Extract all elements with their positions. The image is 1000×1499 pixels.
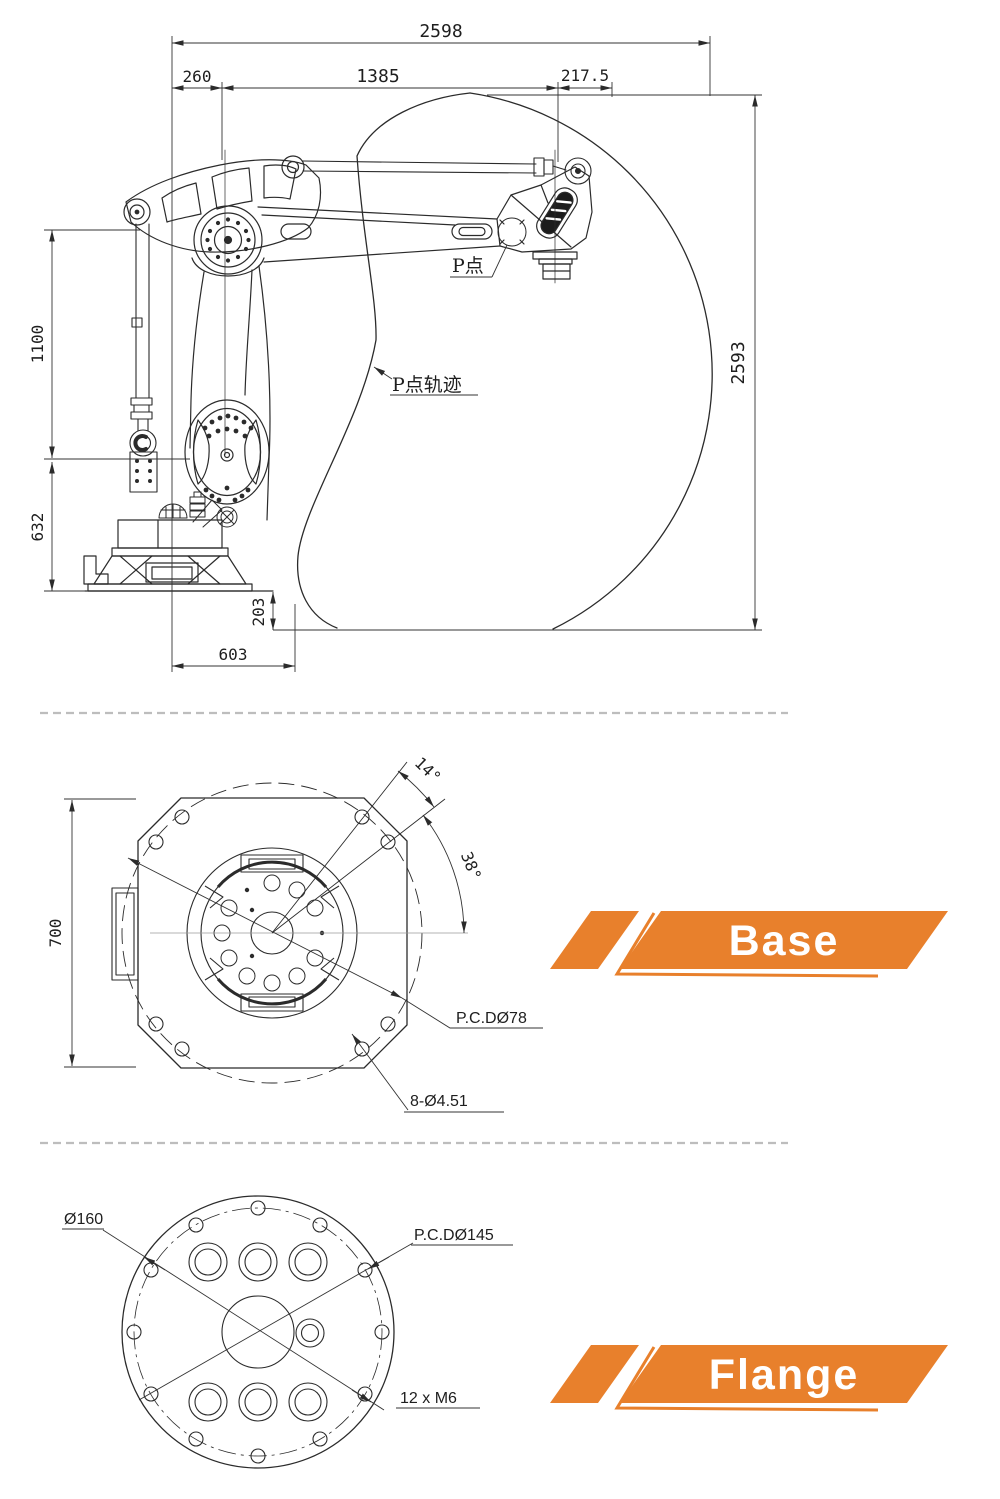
base-banner-bar	[620, 911, 948, 969]
base-view-dimensions	[64, 770, 543, 1113]
dim-203: 203	[249, 598, 268, 627]
dim-2593: 2593	[728, 341, 749, 384]
base-holes-label: 8-Ø4.51	[410, 1093, 468, 1110]
p-point-label: P点	[452, 255, 484, 277]
wrist-assembly	[496, 149, 593, 284]
dim-1385: 1385	[356, 66, 399, 87]
rocker-plate	[123, 155, 322, 253]
pedestal-base	[83, 519, 274, 592]
dim-angle-38: 38°	[457, 849, 485, 883]
joint-bolt-dots	[205, 217, 251, 263]
forearm	[257, 206, 527, 263]
flange-view-labels: Ø160 P.C.DØ145 12 x M6	[64, 1211, 494, 1407]
dim-overall-width: 2598	[419, 21, 462, 42]
dim-603: 603	[219, 645, 248, 664]
flange-banner: Flange	[550, 1345, 948, 1412]
flange-view	[121, 1195, 395, 1469]
base-connectors	[158, 491, 238, 528]
motor-bolt-dots	[202, 413, 254, 503]
dim-angle-14: 14°	[411, 753, 445, 787]
base-banner-accent-block	[550, 911, 639, 969]
main-column	[184, 149, 271, 521]
dim-1100: 1100	[28, 325, 47, 364]
side-view-labels: 2598 260 1385 217.5 2593 1100 632 203 60…	[28, 21, 749, 664]
base-banner: Base	[550, 911, 948, 978]
flange-view-dimensions	[62, 1228, 513, 1411]
dim-260: 260	[183, 67, 212, 86]
base-banner-title: Base	[729, 917, 840, 965]
flange-banner-bar	[620, 1345, 948, 1403]
base-banner-underline	[614, 912, 879, 978]
dim-217-5: 217.5	[561, 66, 609, 85]
dim-700: 700	[46, 919, 65, 948]
work-envelope-outline	[296, 92, 713, 630]
p-trace-label: P点轨迹	[392, 374, 462, 396]
robot-side-view	[83, 92, 713, 630]
shoulder-joint	[191, 205, 265, 277]
flange-banner-underline	[614, 1346, 879, 1412]
side-view-dimensions	[44, 36, 762, 672]
wrist-motor	[536, 187, 578, 239]
flange-holes-label: 12 x M6	[400, 1390, 457, 1407]
base-bottom-view	[111, 761, 468, 1084]
flange-pcd-label: P.C.DØ145	[414, 1227, 494, 1244]
flange-large-ports	[188, 1242, 328, 1422]
base-mount-holes	[148, 809, 396, 1057]
flange-banner-title: Flange	[709, 1351, 860, 1399]
upper-link-rod	[302, 157, 592, 185]
flange-outer-dia-label: Ø160	[64, 1211, 103, 1228]
base-view-labels: 700 14° 38° P.C.DØ78 8-Ø4.51	[46, 753, 527, 1110]
flange-banner-accent-block	[550, 1345, 639, 1403]
dim-632: 632	[28, 513, 47, 542]
rear-link-rod	[129, 223, 158, 493]
base-pcd-label: P.C.DØ78	[456, 1010, 527, 1027]
flange-bolt-holes	[126, 1200, 390, 1464]
